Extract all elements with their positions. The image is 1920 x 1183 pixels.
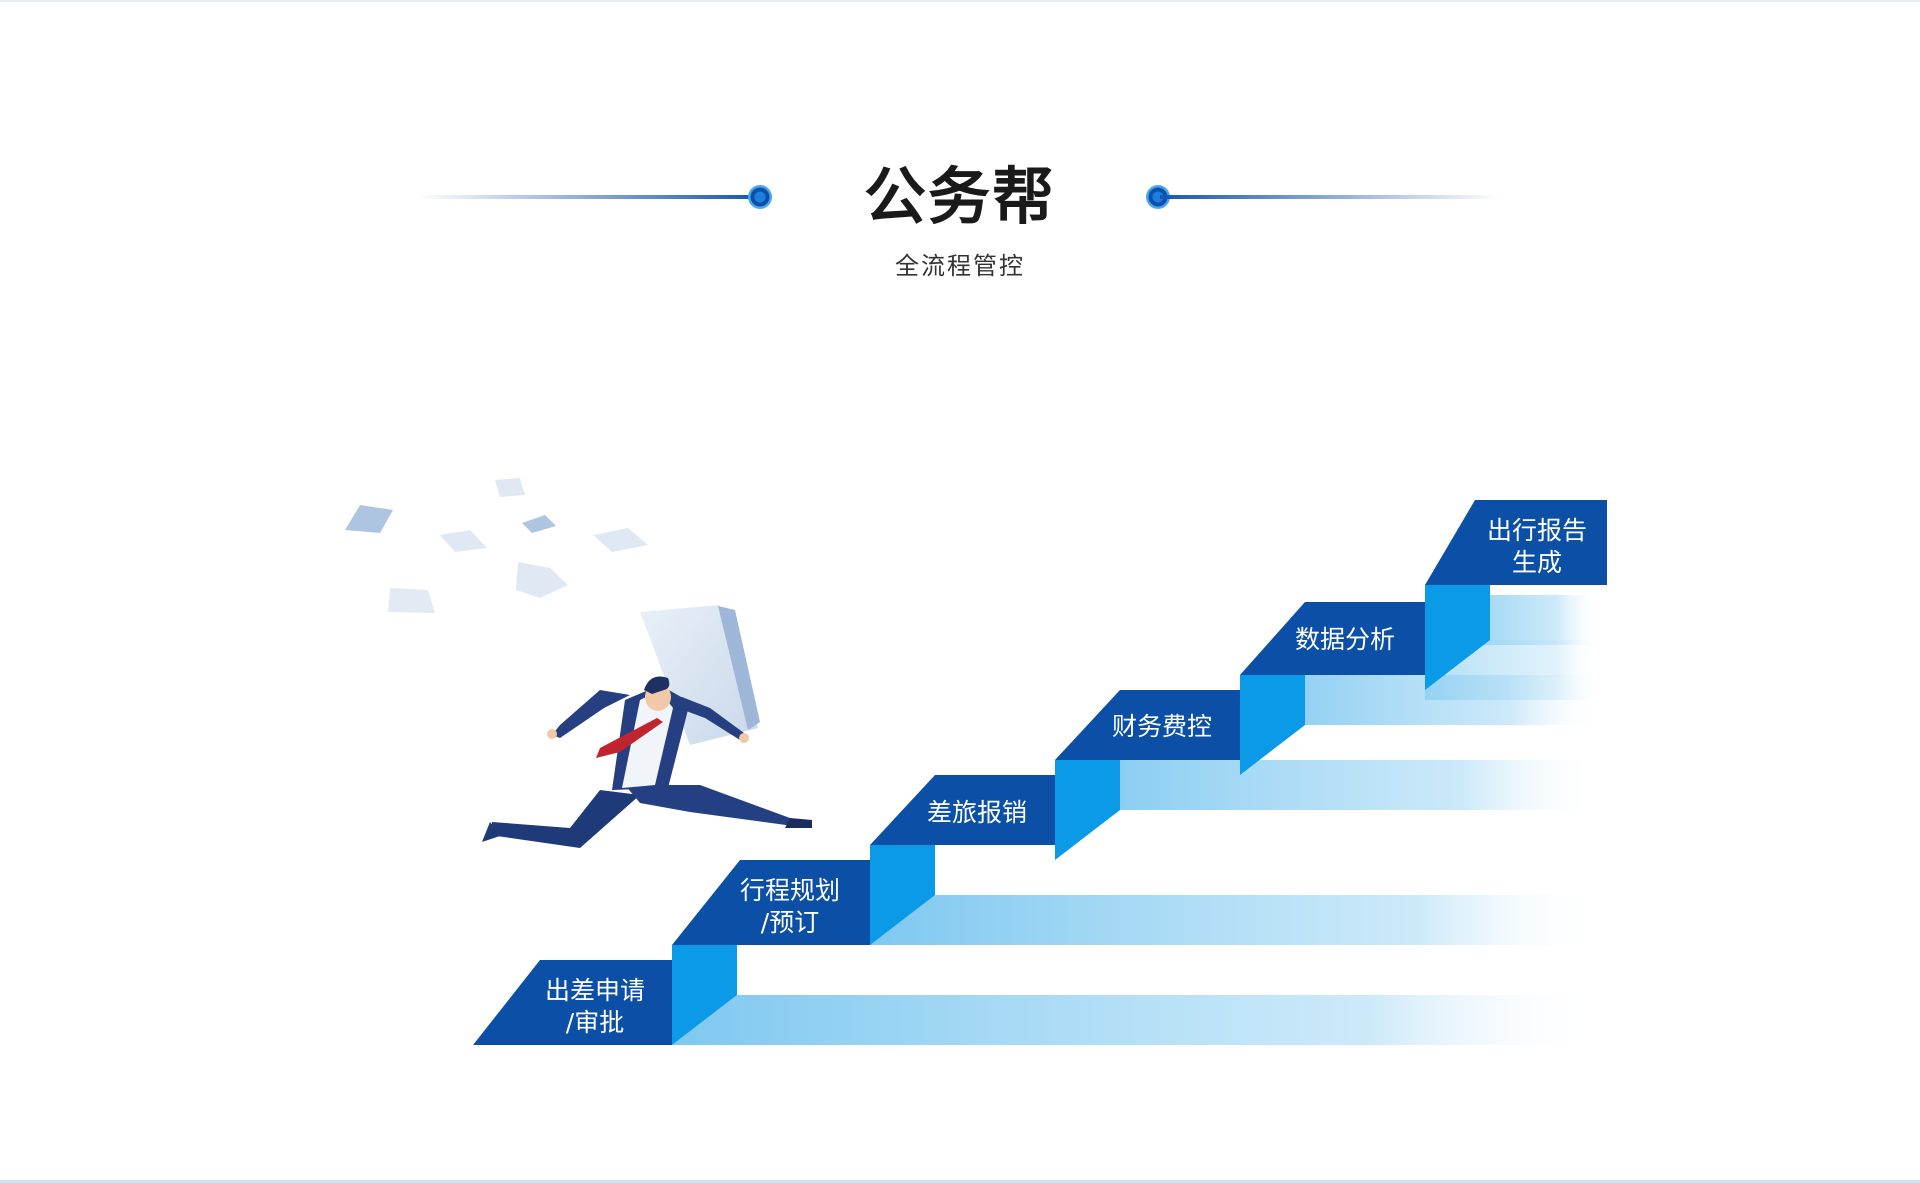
platform-3	[1055, 760, 1600, 810]
paper-5	[593, 528, 648, 552]
step-label-4-line1: 财务费控	[1111, 712, 1212, 741]
step-label-1-line1: 出差申请	[544, 976, 645, 1005]
page-title: 公务帮	[863, 160, 1056, 233]
step-platforms	[672, 595, 1600, 1045]
step-label-2-line2: /预订	[760, 908, 820, 937]
step-top-6	[1425, 500, 1607, 585]
step-label-6-line1: 出行报告	[1486, 516, 1587, 545]
platform-2	[870, 895, 1600, 945]
page-subtitle: 全流程管控	[895, 252, 1025, 280]
paper-1	[345, 505, 393, 533]
top-divider	[0, 0, 1920, 2]
paper-4	[522, 515, 556, 533]
riser-2	[870, 845, 935, 945]
riser-1	[672, 945, 737, 1045]
paper-2	[440, 530, 487, 552]
step-label-6: 出行报告 生成	[1452, 515, 1622, 579]
step-top-1	[473, 960, 672, 1045]
running-businessman-illustration	[482, 605, 812, 848]
step-top-4	[1055, 690, 1240, 760]
riser-6	[1425, 585, 1490, 670]
flying-papers-illustration	[345, 478, 648, 613]
step-risers	[672, 585, 1490, 1045]
step-label-5: 数据分析	[1260, 624, 1430, 656]
paper-7	[388, 588, 435, 613]
step-label-6-line2: 生成	[1511, 548, 1562, 577]
step-label-4: 财务费控	[1077, 711, 1247, 743]
header-line-left	[417, 195, 757, 199]
step-label-3-line1: 差旅报销	[926, 798, 1027, 827]
paper-6	[516, 562, 568, 598]
platform-1	[672, 995, 1600, 1045]
paper-3	[495, 478, 525, 497]
step-top-3	[870, 775, 1055, 845]
riser-3	[1055, 760, 1120, 860]
step-top-2	[672, 860, 870, 945]
bottom-divider	[0, 1180, 1920, 1183]
header-line-right	[1160, 195, 1500, 199]
step-top-5	[1240, 602, 1425, 675]
step-label-1-line2: /审批	[565, 1008, 625, 1037]
step-label-2: 行程规划 /预订	[705, 875, 875, 939]
step-label-1: 出差申请 /审批	[510, 975, 680, 1039]
header-dot-left	[748, 185, 772, 209]
step-label-2-line1: 行程规划	[739, 876, 840, 905]
step-label-3: 差旅报销	[892, 797, 1062, 829]
riser-4	[1240, 675, 1305, 775]
step-tops	[473, 500, 1607, 1045]
step-label-5-line1: 数据分析	[1294, 625, 1395, 654]
